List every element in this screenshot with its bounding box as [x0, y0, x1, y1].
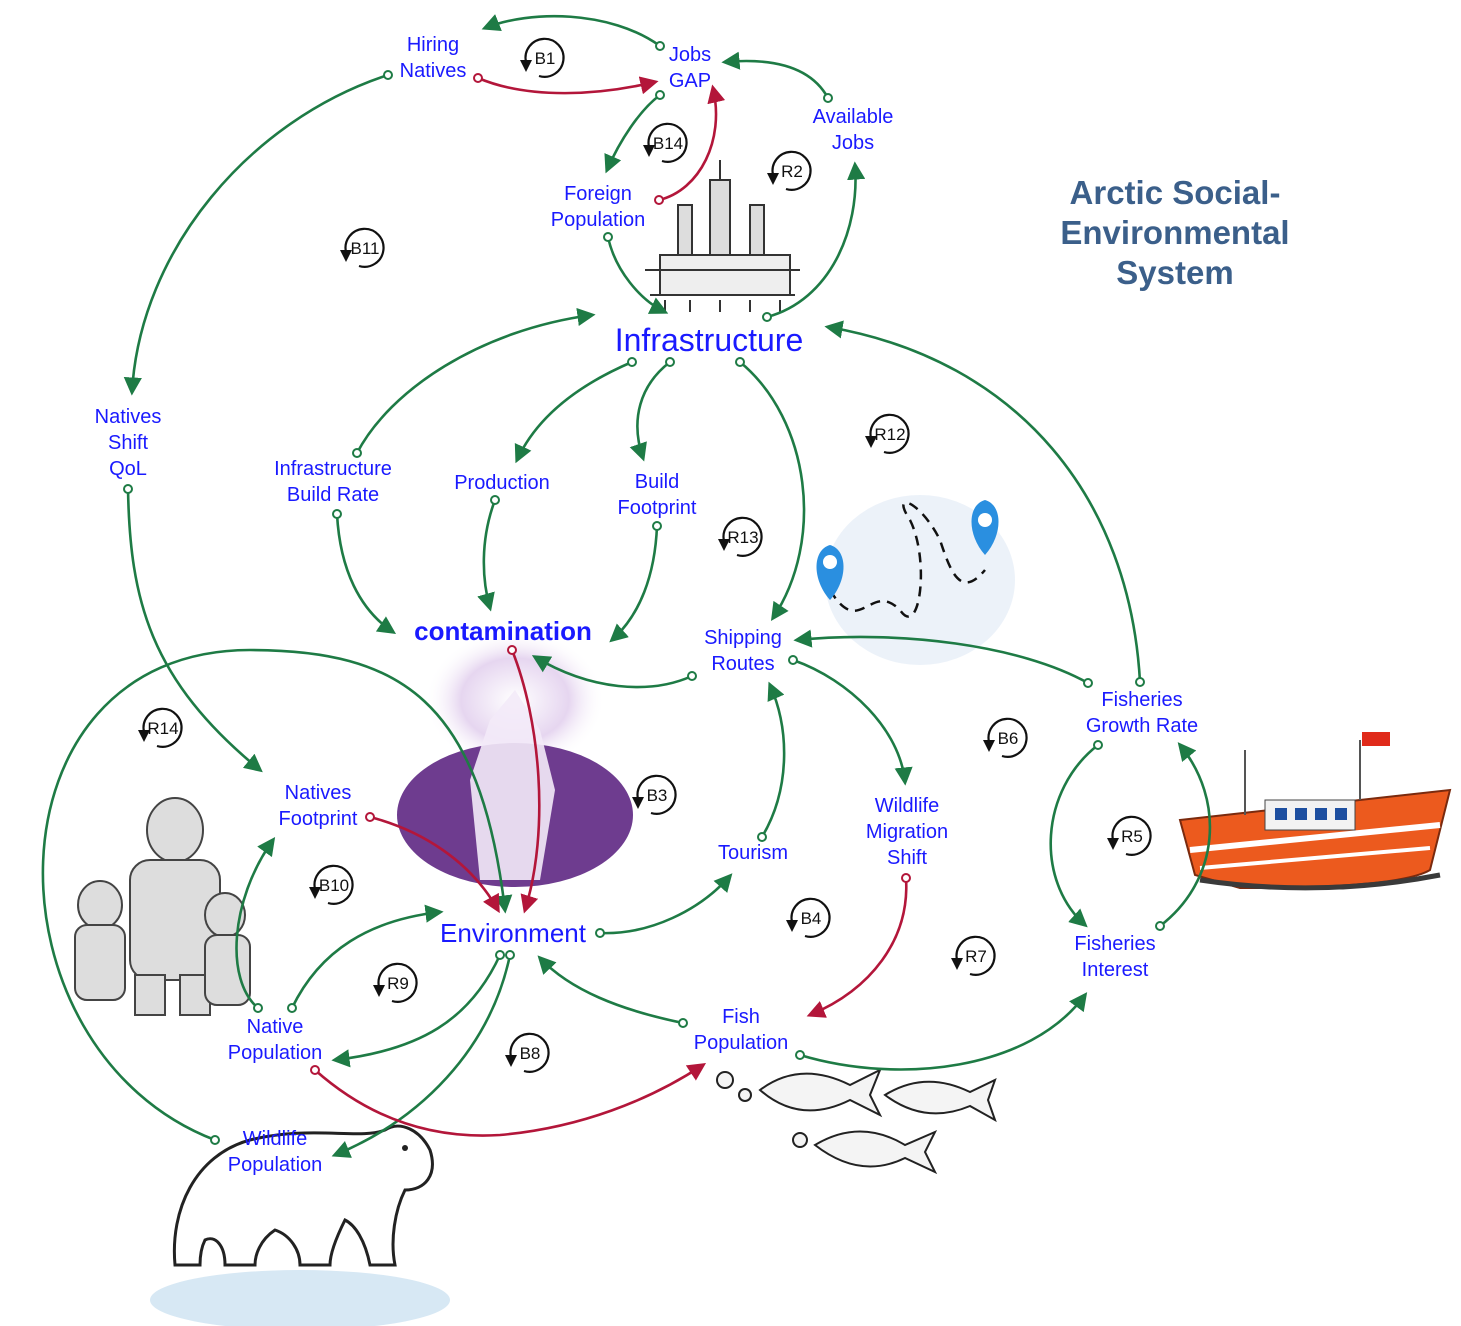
- link-endpoints: [123, 41, 1165, 1145]
- loop-label: R12: [874, 425, 905, 444]
- loop-b4: B4: [786, 897, 831, 938]
- route-map-illustration: [816, 495, 1015, 665]
- loop-b14: B14: [643, 122, 688, 163]
- loop-label: B14: [653, 134, 683, 153]
- loop-label: R2: [781, 162, 803, 181]
- loop-b1: B1: [520, 37, 565, 78]
- loop-b10: B10: [309, 864, 354, 905]
- loop-r5: R5: [1107, 815, 1152, 856]
- loop-label: R13: [727, 528, 758, 547]
- node-natives-footprint: Natives Footprint: [278, 782, 358, 830]
- node-native-population: Native Population: [227, 1016, 323, 1064]
- links: [41, 14, 1212, 1158]
- fish-school-illustration: [716, 1067, 997, 1175]
- loop-r13: R13: [718, 516, 763, 557]
- node-jobs-gap: Jobs GAP: [668, 44, 712, 92]
- loop-label: B8: [520, 1044, 541, 1063]
- node-environment: Environment: [440, 918, 586, 948]
- diagram-title: Arctic Social- Environmental System: [1060, 174, 1290, 291]
- node-fisheries-interest: Fisheries Interest: [1074, 933, 1156, 981]
- inuit-family-illustration: [74, 797, 251, 1016]
- loop-label: R14: [147, 719, 178, 738]
- loop-r2: R2: [767, 150, 812, 191]
- loop-label: B11: [351, 239, 380, 258]
- loop-r7: R7: [951, 935, 996, 976]
- loop-b8: B8: [505, 1032, 550, 1073]
- node-wildlife-migration-shift: Wildlife Migration Shift: [865, 795, 949, 869]
- node-hiring-natives: Hiring Natives: [399, 34, 467, 82]
- loop-r12: R12: [865, 413, 910, 454]
- loop-label: B4: [801, 909, 822, 928]
- node-build-footprint: Build Footprint: [617, 471, 697, 519]
- loop-label: B6: [998, 729, 1019, 748]
- node-infrastructure-build-rate: Infrastructure Build Rate: [274, 458, 392, 506]
- loop-b3: B3: [632, 774, 677, 815]
- loop-b6: B6: [983, 717, 1028, 758]
- loop-label: B1: [535, 49, 556, 68]
- node-natives-shift-qol: Natives Shift QoL: [94, 406, 162, 480]
- loop-label: R9: [387, 974, 409, 993]
- loop-b11: B11: [340, 227, 385, 268]
- node-contamination: contamination: [414, 616, 592, 646]
- loop-label: B10: [319, 876, 349, 895]
- loop-label: B3: [647, 786, 668, 805]
- node-available-jobs: Available Jobs: [812, 106, 894, 154]
- node-infrastructure: Infrastructure: [614, 322, 804, 358]
- loop-r9: R9: [373, 962, 418, 1003]
- node-shipping-routes: Shipping Routes: [704, 627, 782, 675]
- node-foreign-population: Foreign Population: [550, 183, 646, 231]
- node-wildlife-population: Wildlife Population: [227, 1128, 323, 1176]
- polar-bear-illustration: [150, 1124, 450, 1326]
- oil-rig-illustration: [645, 160, 800, 312]
- node-production: Production: [454, 472, 550, 494]
- node-fish-population: Fish Population: [693, 1006, 789, 1054]
- fishing-boat-illustration: [1178, 732, 1452, 891]
- loop-label: R7: [965, 947, 987, 966]
- node-fisheries-growth-rate: Fisheries Growth Rate: [1085, 689, 1199, 737]
- loop-label: R5: [1121, 827, 1143, 846]
- loop-r14: R14: [138, 707, 183, 748]
- node-tourism: Tourism: [717, 842, 789, 864]
- iceberg-illustration: [397, 630, 633, 887]
